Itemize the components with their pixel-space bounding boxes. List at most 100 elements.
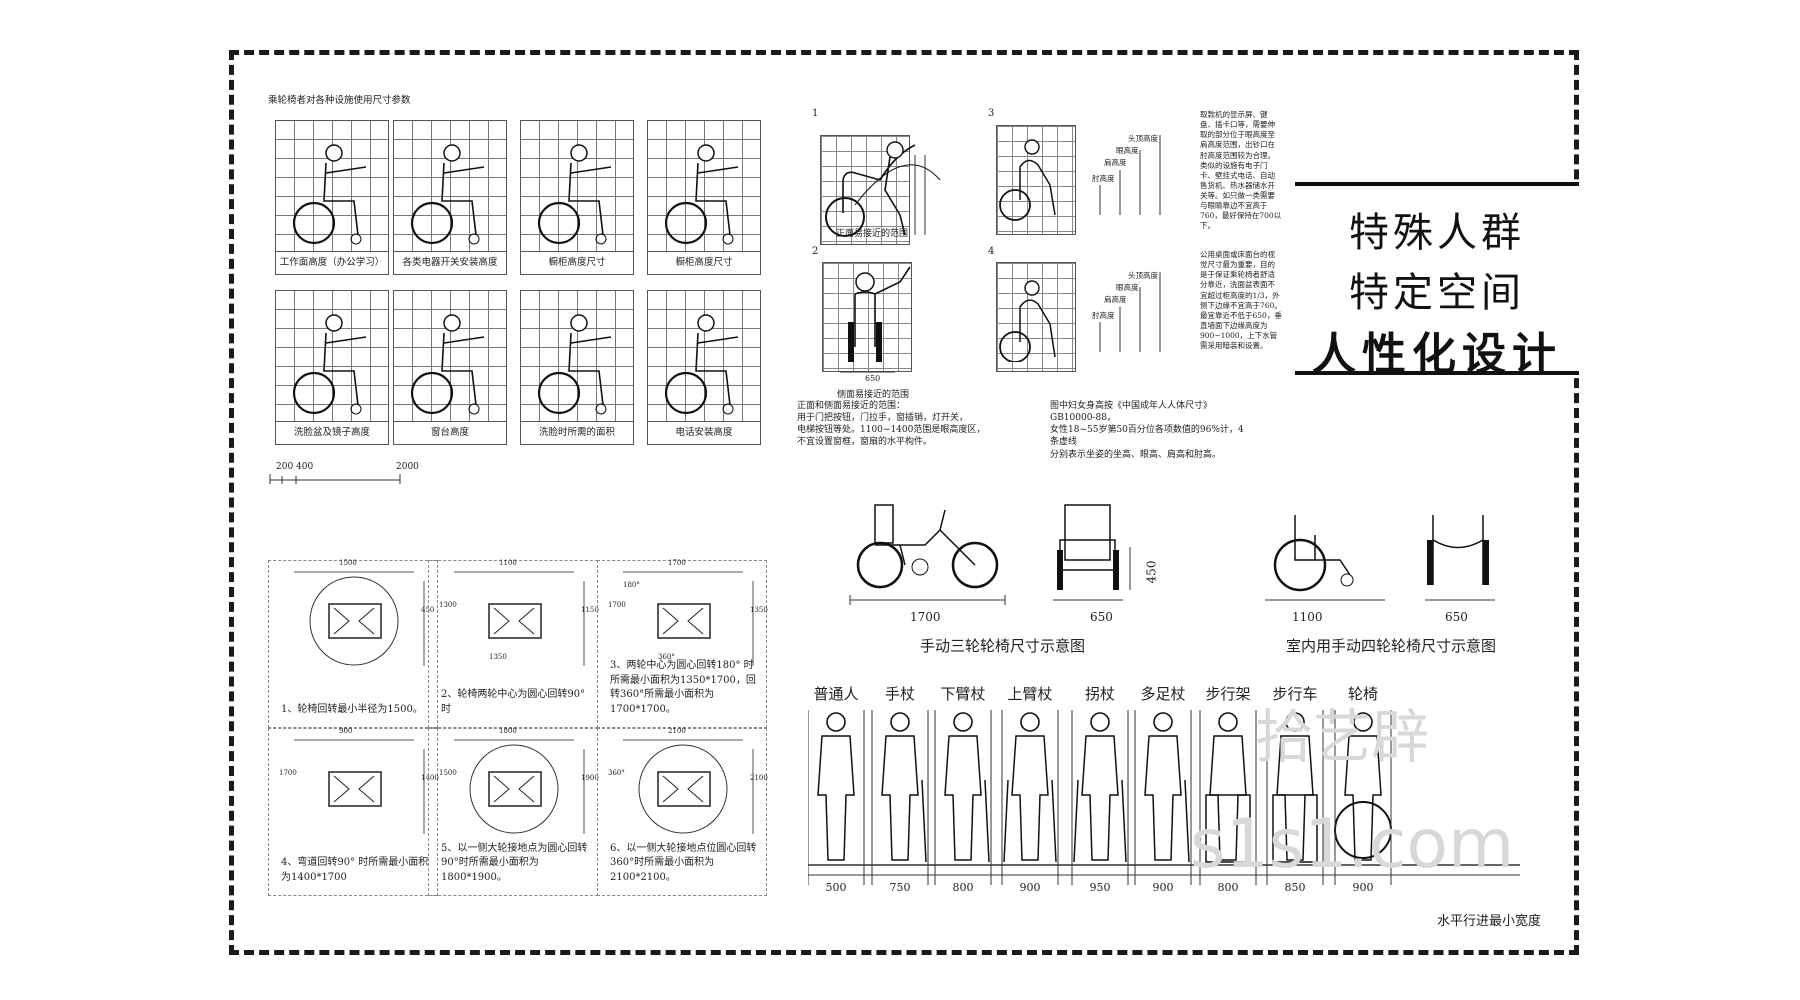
pedestrian-width: 900 — [1152, 881, 1174, 894]
height-label: 肘高度 — [1092, 311, 1115, 320]
turning-cell: 2100 2100 360° 6、以一侧大轮接地点位圆心回转360°时所需最小面积为2… — [597, 727, 768, 896]
pedestrian-width: 900 — [1352, 881, 1374, 894]
height-label: 头顶高度 — [1128, 134, 1158, 143]
turning-text: 6、以一侧大轮接地点位圆心回转360°时所需最小面积为2100*2100。 — [610, 842, 757, 883]
grid-cell-label: 橱柜高度尺寸 — [521, 251, 633, 274]
turning-dim: 2100 — [668, 727, 686, 735]
scale-right: 2000 — [396, 462, 419, 472]
height-label: 眼高度 — [1116, 283, 1139, 292]
pedestrian-figure — [944, 712, 990, 863]
grid-cell: 橱柜高度尺寸 — [520, 120, 634, 275]
reach-dim-650: 650 — [865, 374, 881, 383]
grid-cell-label: 窗台高度 — [394, 421, 506, 444]
pedestrian-width: 750 — [889, 881, 911, 894]
scale-bar — [269, 474, 401, 484]
turning-text: 2、轮椅两轮中心为圆心回转90° 时 — [441, 689, 586, 715]
wheelchair-user-icon — [537, 144, 612, 245]
pedestrian-label: 下臂杖 — [940, 685, 986, 703]
pedestrian-figure — [881, 712, 927, 863]
tricycle-caption: 手动三轮轮椅尺寸示意图 — [920, 637, 1086, 655]
pedestrian-label: 普通人 — [813, 685, 859, 703]
turning-cell: 1100 1150 1300 1350 2、轮椅两轮中心为圆心回转90° 时 — [428, 559, 599, 728]
pedestrian-figure — [1205, 712, 1251, 863]
turning-dim: 1350 — [489, 653, 507, 661]
reach-grid-4 — [996, 262, 1076, 372]
pedestrian-figure — [1272, 712, 1318, 863]
turning-diagram — [294, 571, 425, 666]
pedestrian-figure — [1073, 712, 1127, 863]
four-wheel-length: 1100 — [1292, 610, 1323, 624]
pedestrian-label: 轮椅 — [1347, 685, 1378, 703]
turning-dim: 1150 — [581, 606, 599, 614]
side-text-1: 取款机的显示屏、键盘、插卡口等，需要伸取的部分位于眼高度至肩高度范围，出钞口在肘… — [1200, 110, 1282, 231]
pedestrian-width: 850 — [1284, 881, 1306, 894]
grid-cell-label: 工作面高度（办公学习） — [276, 251, 388, 274]
height-label: 头顶高度 — [1128, 271, 1158, 280]
turning-dim: 450 — [421, 606, 435, 614]
turning-text: 3、两轮中心为圆心回转180° 时所需最小面积为1350*1700，回转360°… — [610, 660, 756, 715]
seated-woman-figure-3 — [999, 139, 1056, 221]
pedestrian-label: 手杖 — [884, 685, 915, 703]
turning-dim: 1800 — [499, 727, 517, 735]
pedestrian-figure — [817, 712, 855, 861]
pedestrian-label: 上臂杖 — [1007, 685, 1053, 703]
turning-text: 4、弯道回转90° 时所需最小面积为1400*1700 — [281, 857, 429, 883]
turning-diagram — [623, 739, 754, 834]
turning-dim: 1100 — [499, 559, 517, 567]
pedestrian-width: 800 — [1217, 881, 1239, 894]
height-label: 肩高度 — [1104, 158, 1127, 167]
turning-diagram — [294, 739, 425, 834]
scale-left: 200 400 — [276, 462, 314, 472]
pedestrian-caption: 水平行进最小宽度 — [1437, 914, 1542, 929]
turning-dim: 1700 — [608, 601, 626, 609]
wheelchair-user-icon — [410, 144, 485, 245]
pedestrian-width: 800 — [952, 881, 974, 894]
turning-text: 1、轮椅回转最小半径为1500。 — [281, 703, 423, 715]
grid-cell-label: 洗脸时所需的面积 — [521, 421, 633, 444]
height-dim-lines-3 — [1099, 135, 1161, 215]
title-line-1: 特殊人群 — [1349, 210, 1525, 256]
four-wheel-caption: 室内用手动四轮轮椅尺寸示意图 — [1286, 637, 1497, 655]
turning-dim: 2100 — [750, 774, 768, 782]
front-reach-figure — [825, 141, 941, 237]
grid-heading: 乘轮椅者对各种设施使用尺寸参数 — [268, 95, 411, 106]
wheelchair-user-icon — [292, 314, 367, 415]
grid-cell-label: 洗脸盆及镜子高度 — [276, 421, 388, 444]
grid-cell-label: 各类电器开关安装高度 — [394, 251, 506, 274]
dashed-frame — [229, 50, 1579, 955]
turning-dim: 1400 — [421, 774, 439, 782]
pedestrian-width: 950 — [1089, 881, 1111, 894]
wheelchair-user-icon — [664, 144, 739, 245]
four-wheel-width: 650 — [1445, 610, 1468, 624]
pedestrian-label: 步行车 — [1272, 685, 1318, 703]
grid-cell: 洗脸盆及镜子高度 — [275, 290, 389, 445]
grid-cell: 洗脸时所需的面积 — [520, 290, 634, 445]
height-label: 肘高度 — [1092, 174, 1115, 183]
wheelchair-user-icon — [410, 314, 485, 415]
tricycle-wheelchair-figure — [849, 504, 1131, 605]
height-label: 肩高度 — [1104, 295, 1127, 304]
turning-diagram — [454, 571, 585, 666]
turning-dim: 1300 — [439, 601, 457, 609]
reach-num-3: 3 — [988, 108, 995, 119]
pedestrian-label: 多足杖 — [1140, 685, 1186, 703]
reach-caption-2: 侧面易接近的范围 — [836, 390, 909, 400]
side-text-2: 公用桌面或床面台的视觉尺寸最为重要，目的是于保证乘轮椅者舒适分靠近，洗面盆表面不… — [1200, 250, 1282, 351]
grid-cell: 窗台高度 — [393, 290, 507, 445]
wheelchair-user-icon — [664, 314, 739, 415]
title-line-2: 特定空间 — [1349, 270, 1525, 316]
grid-cell: 工作面高度（办公学习） — [275, 120, 389, 275]
watermark-english: s1s1.com — [1190, 805, 1515, 884]
grid-cell-label: 橱柜高度尺寸 — [648, 251, 760, 274]
reach-note-left: 正面和侧面易接近的范围： 用于门把按钮，门拉手，窗插销，灯开关， 电梯按钮等处。… — [797, 401, 986, 448]
turning-dim: 1500 — [439, 769, 457, 777]
turning-dim: 360° — [608, 769, 625, 777]
pedestrian-figures — [808, 710, 1520, 885]
grid-cell: 橱柜高度尺寸 — [647, 120, 761, 275]
grid-cell: 各类电器开关安装高度 — [393, 120, 507, 275]
turning-dim: 1700 — [668, 559, 686, 567]
reach-num-2: 2 — [812, 246, 819, 257]
grid-cell: 电话安装高度 — [647, 290, 761, 445]
